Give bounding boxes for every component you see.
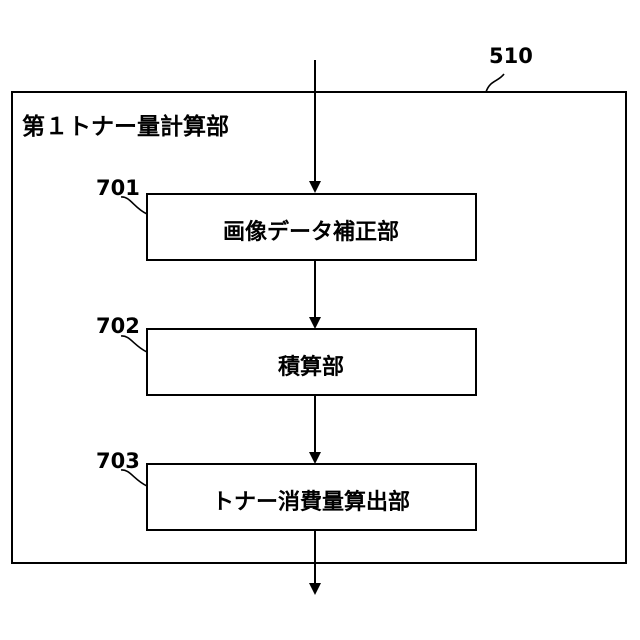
block-703-ref-label: 703 xyxy=(96,449,140,473)
block-702-label: 積算部 xyxy=(151,349,471,381)
container-ref-leader xyxy=(486,74,504,92)
arrowhead-input xyxy=(309,181,321,193)
arrowhead-702-703 xyxy=(309,452,321,464)
container-title: 第１トナー量計算部 xyxy=(22,107,229,141)
container-ref-label: 510 xyxy=(489,44,533,68)
block-701-label: 画像データ補正部 xyxy=(151,214,471,246)
block-703-label: トナー消費量算出部 xyxy=(151,484,471,516)
block-702-ref-label: 702 xyxy=(96,314,140,338)
block-701-ref-label: 701 xyxy=(96,176,140,200)
arrowhead-701-702 xyxy=(309,317,321,329)
arrowhead-output xyxy=(309,583,321,595)
block-702-ref-leader xyxy=(121,336,147,352)
